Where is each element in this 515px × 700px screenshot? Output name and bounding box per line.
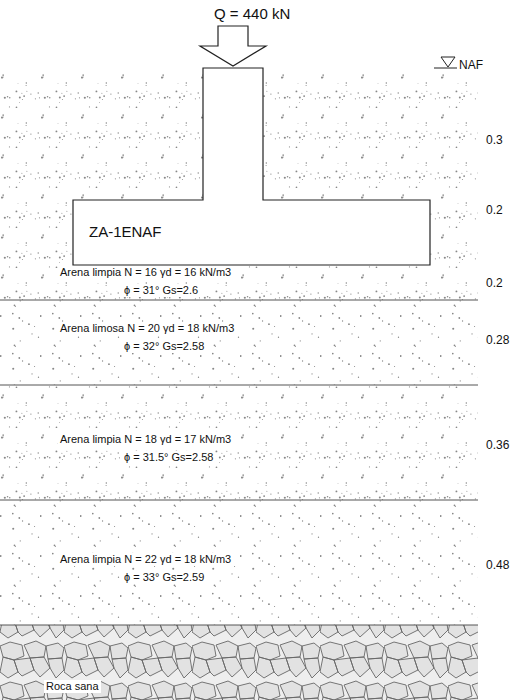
soil-layer: Arena limosa N = 20 γd = 18 kN/m3 ϕ = 32°… (0, 300, 478, 385)
layer-properties: ϕ = 31° Gs=2.6 (122, 284, 200, 297)
layer-properties: ϕ = 33° Gs=2.59 (122, 571, 206, 584)
layer-thickness: 0.48 (484, 558, 511, 572)
soil-layer: Arena limpia N = 16 γd = 16 kN/m3 ϕ = 31°… (0, 68, 478, 301)
layer-thickness: 0.2 (484, 203, 505, 217)
rock-layer: Roca sana (0, 625, 478, 700)
footing-label: ZA-1ENAF (87, 223, 164, 240)
layer-thickness: 0.3 (484, 133, 505, 147)
load-arrow (200, 26, 266, 66)
footing-outline (73, 68, 430, 265)
load-label: Q = 440 kN (212, 5, 292, 22)
layer-properties: ϕ = 31.5° Gs=2.58 (122, 451, 215, 464)
layer-properties: Arena limosa N = 20 γd = 18 kN/m3 (58, 322, 236, 335)
soil-layer: Arena limpia N = 18 γd = 17 kN/m3 ϕ = 31.… (0, 385, 478, 500)
layer-thickness: 0.2 (484, 276, 505, 290)
layer-properties: Arena limpia N = 18 γd = 17 kN/m3 (58, 433, 233, 446)
water-table-label: NAF (457, 58, 485, 72)
layer-properties: Arena limpia N = 22 γd = 18 kN/m3 (58, 553, 233, 566)
layer-thickness: 0.28 (484, 333, 511, 347)
soil-layer: Arena limpia N = 22 γd = 18 kN/m3 ϕ = 33°… (0, 500, 478, 625)
footing-box: ZA-1ENAF (73, 200, 430, 265)
layer-properties: ϕ = 32° Gs=2.58 (122, 340, 206, 353)
layer-properties: Arena limpia N = 16 γd = 16 kN/m3 (58, 266, 233, 279)
layer-thickness: 0.36 (484, 438, 511, 452)
layer-properties: Roca sana (44, 680, 101, 693)
